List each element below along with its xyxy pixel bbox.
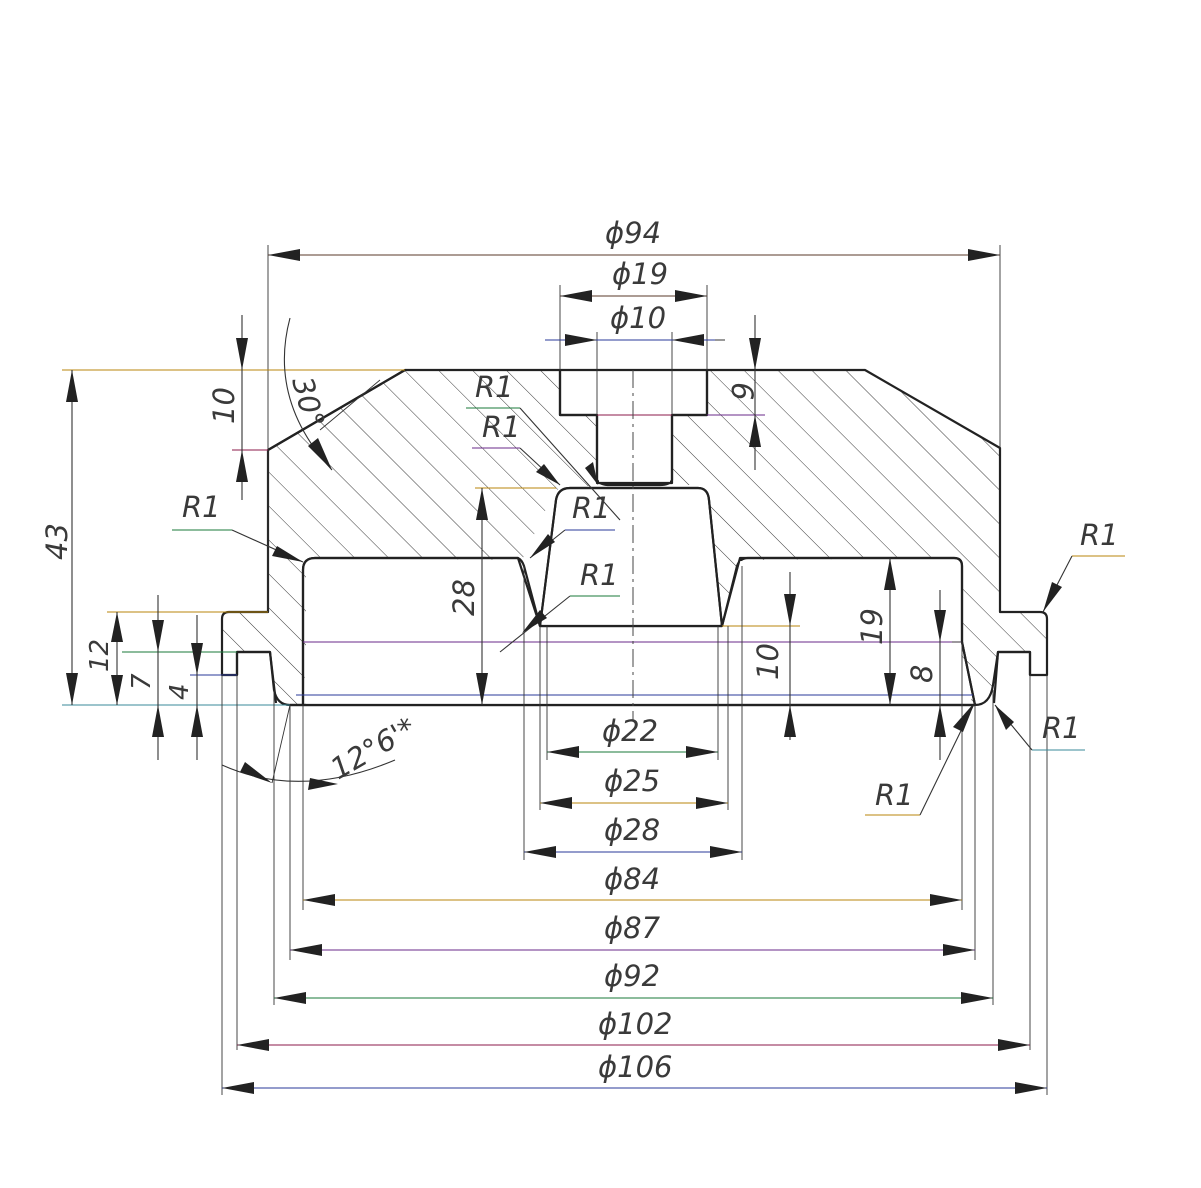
label-d28: ϕ28 xyxy=(604,813,660,847)
label-h6: 6 xyxy=(725,382,759,400)
radius-callouts: R1 R1 R1 R1 R1 R1 R1 R1 xyxy=(172,370,1125,816)
extension-lines xyxy=(62,245,1048,1095)
bore-fill xyxy=(542,491,720,626)
label-30: 30° xyxy=(285,373,331,431)
groove-left xyxy=(235,650,278,704)
label-d10: ϕ10 xyxy=(610,301,666,335)
label-d102: ϕ102 xyxy=(598,1007,672,1041)
upper-bore-fill xyxy=(562,372,705,483)
hatched-section-right xyxy=(672,370,1047,705)
label-r1-lower: R1 xyxy=(875,778,914,812)
label-r1-a: R1 xyxy=(475,370,514,404)
height-dimensions: 43 10 6 28 12 7 4 10 xyxy=(40,315,946,760)
label-d106: ϕ106 xyxy=(598,1050,672,1084)
label-r1-d: R1 xyxy=(580,558,619,592)
label-h8: 8 xyxy=(905,665,939,683)
label-r1-right-top: R1 xyxy=(1080,518,1119,552)
label-h12: 12 xyxy=(85,639,115,672)
label-h4: 4 xyxy=(165,683,195,700)
bore-edges xyxy=(538,486,724,627)
label-h7: 7 xyxy=(127,673,157,690)
label-d25: ϕ25 xyxy=(604,764,660,798)
label-d22: ϕ22 xyxy=(602,714,658,748)
label-h10-inner: 10 xyxy=(751,643,785,680)
diameter-dimensions: ϕ94 ϕ19 ϕ10 ϕ22 ϕ25 ϕ28 ϕ84 ϕ87 ϕ92 xyxy=(222,216,1047,1094)
label-d84: ϕ84 xyxy=(604,862,660,896)
label-d94: ϕ94 xyxy=(605,216,661,250)
label-d19: ϕ19 xyxy=(612,257,668,291)
label-r1-right-bottom: R1 xyxy=(1042,711,1081,745)
upper-bore-edges xyxy=(558,370,709,485)
chamfer-line xyxy=(267,369,406,451)
label-h10-top: 10 xyxy=(207,387,241,424)
label-r1-b: R1 xyxy=(482,410,521,444)
label-12: 12°6'* xyxy=(325,710,422,786)
cavity-fill xyxy=(306,561,972,705)
groove-left-fill xyxy=(239,654,272,703)
label-h19: 19 xyxy=(855,608,889,645)
label-h28: 28 xyxy=(447,579,481,616)
label-r1-c: R1 xyxy=(572,491,611,525)
label-d87: ϕ87 xyxy=(604,911,661,945)
label-h43: 43 xyxy=(40,523,74,560)
groove-right xyxy=(992,650,1032,704)
label-d92: ϕ92 xyxy=(604,959,660,993)
label-r1-left: R1 xyxy=(182,490,221,524)
groove-right-fill xyxy=(994,654,1028,703)
